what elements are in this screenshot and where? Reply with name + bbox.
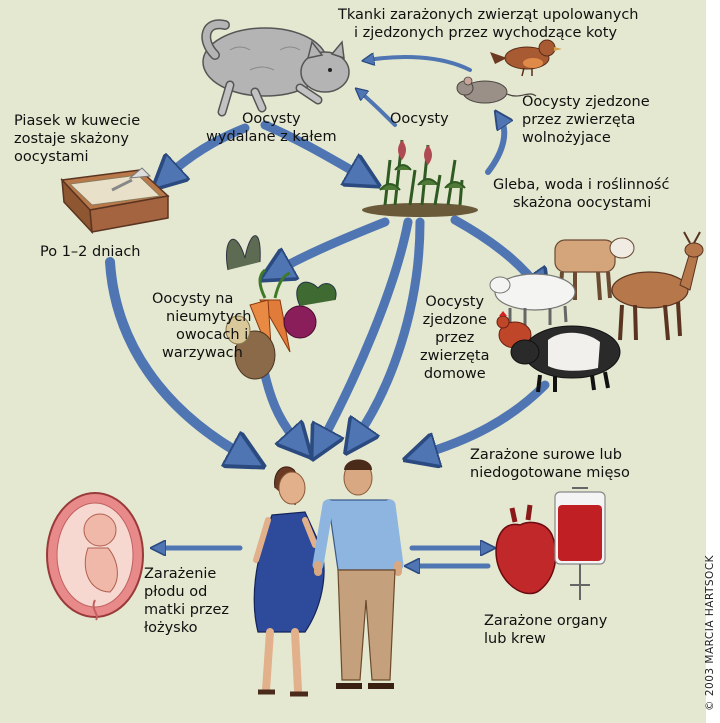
mouse-illustration xyxy=(456,76,537,104)
label-line: Oocysty xyxy=(425,294,485,310)
arrow-soil-to-vegetables xyxy=(275,217,390,272)
arrow-vegetables-to-people xyxy=(260,370,300,445)
label-line: warzywach xyxy=(162,345,243,361)
label-line: Piasek w kuwecie xyxy=(14,113,141,129)
label-line: lub krew xyxy=(484,631,546,647)
label-line: Oocysty xyxy=(241,111,301,127)
label-line: oocystami xyxy=(14,149,89,165)
label-line: Oocysty na xyxy=(152,291,234,307)
label-line: przez xyxy=(435,330,475,346)
arrow-soil-to-man xyxy=(355,217,425,440)
label-litter: Piasek w kuwecie zostaje skażony oocysta… xyxy=(14,112,140,166)
label-line: Tkanki zarażonych zwierząt upolowanych xyxy=(338,7,639,23)
label-line: wolnożyjace xyxy=(522,130,611,146)
label-line: przez zwierzęta xyxy=(522,112,636,128)
label-oocysts-eaten-domestic: Oocysty zjedzone przez zwierzęta domowe xyxy=(420,293,489,383)
label-after-days: Po 1–2 dniach xyxy=(40,244,141,260)
sheep xyxy=(489,273,576,325)
arrow-bird-to-cat xyxy=(368,57,472,72)
pig xyxy=(510,325,621,393)
arrow-livestock-to-people xyxy=(420,380,550,455)
label-line: wydalane z kałem xyxy=(206,129,337,145)
cat-illustration xyxy=(201,19,350,117)
label-line: niedogotowane mięso xyxy=(470,465,630,481)
arrow-soil-to-mouse xyxy=(485,118,504,175)
plants-soil-illustration xyxy=(362,139,478,217)
fetus-in-uterus-illustration xyxy=(46,492,144,621)
label-line: domowe xyxy=(423,366,486,382)
label-line: Zarażone surowe lub xyxy=(470,447,622,463)
label-line: zostaje skażony xyxy=(14,131,130,147)
heart-illustration xyxy=(495,504,557,595)
label-fetus-infection: Zarażenie płodu od matki przez łożysko xyxy=(144,565,229,637)
label-line: płodu od xyxy=(144,584,208,600)
label-line: matki przez xyxy=(144,602,230,618)
label-line: zjedzone xyxy=(422,312,487,328)
label-line: łożysko xyxy=(144,620,198,636)
arrow-cat-to-soil xyxy=(260,120,365,178)
label-oocysts-top: Oocysty xyxy=(390,111,449,127)
label-line: Oocysty zjedzone xyxy=(522,94,650,110)
label-soil: Gleba, woda i roślinność skażona oocysta… xyxy=(493,176,669,212)
livestock-illustration xyxy=(489,231,704,393)
arrow-cat-to-litter xyxy=(165,123,250,178)
arrow-mouse-to-cat xyxy=(360,92,397,127)
blood-bag-illustration xyxy=(554,487,606,600)
credit-text: © 2003 MARCIA HARTSOCK xyxy=(704,554,716,711)
label-oocysts-feces: Oocysty wydalane z kałem xyxy=(206,110,337,146)
label-raw-meat: Zarażone surowe lub niedogotowane mięso xyxy=(470,446,630,482)
label-line: skażona oocystami xyxy=(513,195,652,211)
label-line: Gleba, woda i roślinność xyxy=(493,177,670,193)
label-organs-blood: Zarażone organy lub krew xyxy=(484,612,607,648)
man-illustration xyxy=(312,459,404,689)
deer xyxy=(611,231,704,341)
bird-illustration xyxy=(490,39,562,77)
label-line: owocach i xyxy=(176,327,249,343)
label-line: zwierzęta xyxy=(420,348,490,364)
label-line: nieumytych xyxy=(166,309,252,325)
litter-box-illustration xyxy=(60,167,170,235)
label-unwashed-food: Oocysty na nieumytych owocach i warzywac… xyxy=(152,290,251,362)
vegetables-illustration xyxy=(225,235,337,380)
label-oocysts-eaten-wild: Oocysty zjedzone przez zwierzęta wolnoży… xyxy=(522,93,650,147)
label-infected-tissue: Tkanki zarażonych zwierząt upolowanych i… xyxy=(338,6,639,42)
pregnant-woman-illustration xyxy=(253,466,325,697)
label-line: Zarażone organy xyxy=(484,613,608,629)
label-line: Zarażenie xyxy=(144,566,217,582)
label-line: i zjedzonych przez wychodzące koty xyxy=(354,25,618,41)
arrow-litter-to-people xyxy=(105,257,248,458)
arrow-soil-to-people-left xyxy=(320,217,413,445)
